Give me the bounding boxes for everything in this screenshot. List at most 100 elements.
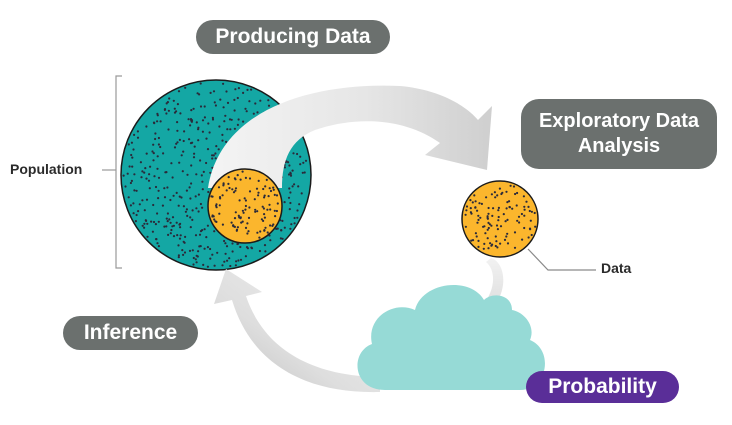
speckle-dot <box>184 210 187 213</box>
speckle-dot <box>256 210 259 213</box>
producing-data-arrow <box>208 85 492 188</box>
speckle-dot <box>494 196 497 199</box>
speckle-dot <box>516 219 519 222</box>
speckle-dot <box>303 171 306 174</box>
speckle-dot <box>244 176 247 179</box>
speckle-dot <box>478 202 481 205</box>
speckle-dot <box>253 198 256 201</box>
speckle-dot <box>506 242 510 245</box>
speckle-dot <box>192 263 195 266</box>
speckle-dot <box>287 173 291 176</box>
speckle-dot <box>145 177 148 180</box>
speckle-dot <box>167 128 170 131</box>
speckle-dot <box>199 230 203 233</box>
speckle-dot <box>490 244 493 247</box>
speckle-dot <box>130 153 133 157</box>
speckle-dot <box>192 256 195 260</box>
speckle-dot <box>518 221 521 224</box>
speckle-dot <box>231 242 234 245</box>
speckle-dot <box>201 206 204 209</box>
speckle-dot <box>168 97 171 100</box>
speckle-dot <box>500 192 503 196</box>
speckle-dot <box>258 236 261 239</box>
speckle-dot <box>224 242 227 245</box>
speckle-dot <box>482 247 485 250</box>
speckle-dot <box>195 121 198 124</box>
speckle-dot <box>496 194 499 197</box>
speckle-dot <box>187 118 190 121</box>
speckle-dot <box>198 93 201 96</box>
speckle-dot <box>133 133 136 136</box>
speckle-dot <box>480 202 483 205</box>
speckle-dot <box>183 241 186 244</box>
speckle-dot <box>269 208 272 211</box>
speckle-dot <box>236 123 239 126</box>
speckle-dot <box>167 109 170 112</box>
speckle-dot <box>152 159 155 162</box>
speckle-dot <box>511 207 514 210</box>
speckle-dot <box>181 249 184 252</box>
speckle-dot <box>189 197 192 200</box>
speckle-dot <box>197 193 200 196</box>
speckle-dot <box>133 173 136 176</box>
speckle-dot <box>188 186 191 189</box>
speckle-dot <box>143 171 146 174</box>
speckle-dot <box>143 226 146 229</box>
speckle-dot <box>153 175 156 178</box>
probability-label: Probability <box>548 375 657 398</box>
speckle-dot <box>127 196 130 199</box>
speckle-dot <box>487 212 490 215</box>
eda-label-line-1: Exploratory Data <box>538 110 700 132</box>
speckle-dot <box>209 257 212 260</box>
speckle-dot <box>271 224 274 227</box>
speckle-dot <box>191 218 194 221</box>
speckle-dot <box>464 213 467 216</box>
speckle-dot <box>245 246 249 249</box>
speckle-dot <box>503 238 507 241</box>
speckle-dot <box>486 228 489 231</box>
speckle-dot <box>497 215 500 219</box>
speckle-dot <box>167 233 170 236</box>
speckle-dot <box>176 141 179 144</box>
speckle-dot <box>508 206 511 209</box>
speckle-dot <box>296 216 299 219</box>
speckle-dot <box>505 235 508 238</box>
speckle-dot <box>181 170 184 173</box>
speckle-dot <box>140 176 143 179</box>
speckle-dot <box>269 189 273 193</box>
speckle-dot <box>237 87 240 90</box>
speckle-dot <box>135 213 138 217</box>
speckle-dot <box>191 249 194 252</box>
speckle-dot <box>163 196 167 199</box>
speckle-dot <box>186 173 189 176</box>
speckle-dot <box>273 193 276 196</box>
speckle-dot <box>171 176 174 179</box>
speckle-dot <box>173 107 176 110</box>
speckle-dot <box>221 194 224 197</box>
speckle-dot <box>523 208 526 211</box>
speckle-dot <box>523 205 526 208</box>
speckle-dot <box>126 172 129 175</box>
speckle-dot <box>199 202 202 206</box>
speckle-dot <box>255 187 259 190</box>
speckle-dot <box>147 179 151 182</box>
speckle-dot <box>224 252 227 255</box>
speckle-dot <box>245 110 248 113</box>
speckle-dot <box>236 242 240 245</box>
speckle-dot <box>275 209 278 213</box>
speckle-dot <box>207 190 210 194</box>
speckle-dot <box>155 238 158 241</box>
population-bracket <box>115 75 122 269</box>
speckle-dot <box>490 224 493 227</box>
speckle-dot <box>259 230 262 233</box>
speckle-dot <box>225 189 228 192</box>
speckle-dot <box>300 192 303 195</box>
speckle-dot <box>211 253 214 256</box>
speckle-dot <box>154 185 158 189</box>
speckle-dot <box>215 145 218 148</box>
speckle-dot <box>213 264 216 267</box>
speckle-dot <box>145 198 149 201</box>
speckle-dot <box>529 219 532 222</box>
speckle-dot <box>198 233 202 236</box>
speckle-dot <box>146 235 149 238</box>
